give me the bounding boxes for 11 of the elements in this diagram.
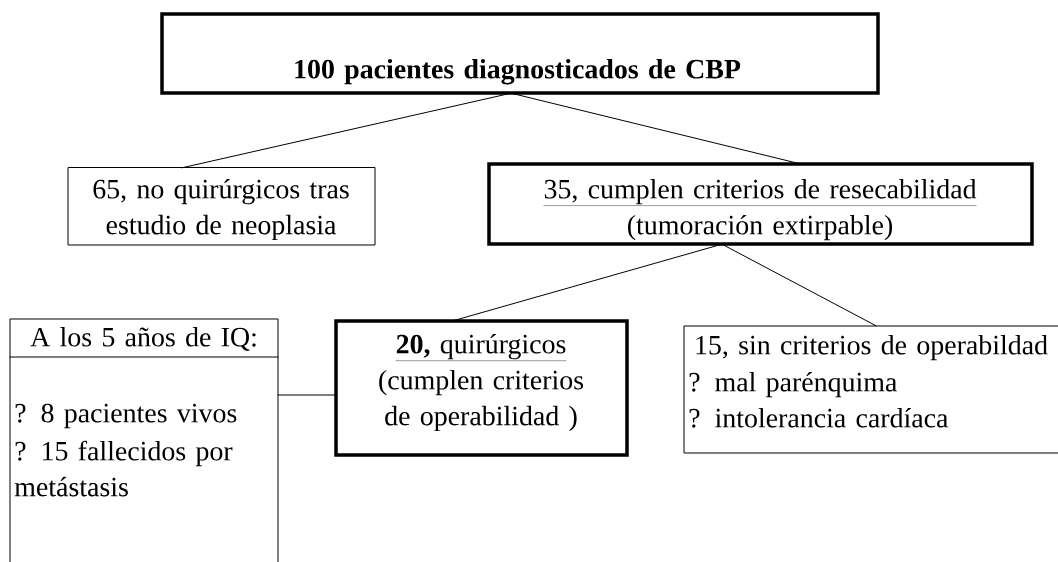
flow-box: 20, quirúrgicos (cumplen criterios de operabilidad ) — [334, 319, 629, 457]
flow-box: 65, no quirúrgicos tras estudio de neoplasia — [67, 167, 376, 246]
flow-box: 35, cumplen criterios de resecabilidad (tumoración extirpable) — [487, 162, 1034, 246]
flow-box: 15, sin criterios de operabildad ? mal parénquima ? intolerancia cardíaca — [683, 325, 1058, 454]
flow-box: A los 5 años de IQ: ? 8 pacientes vivos ? 15 fallecidos por metástasis — [9, 318, 279, 562]
connector-line — [510, 92, 801, 165]
connector-line — [452, 243, 723, 322]
connector-line — [277, 394, 337, 396]
connector-line — [181, 92, 512, 169]
flow-box: 100 pacientes diagnosticados de CBP — [160, 12, 880, 95]
connector-line — [721, 243, 877, 327]
